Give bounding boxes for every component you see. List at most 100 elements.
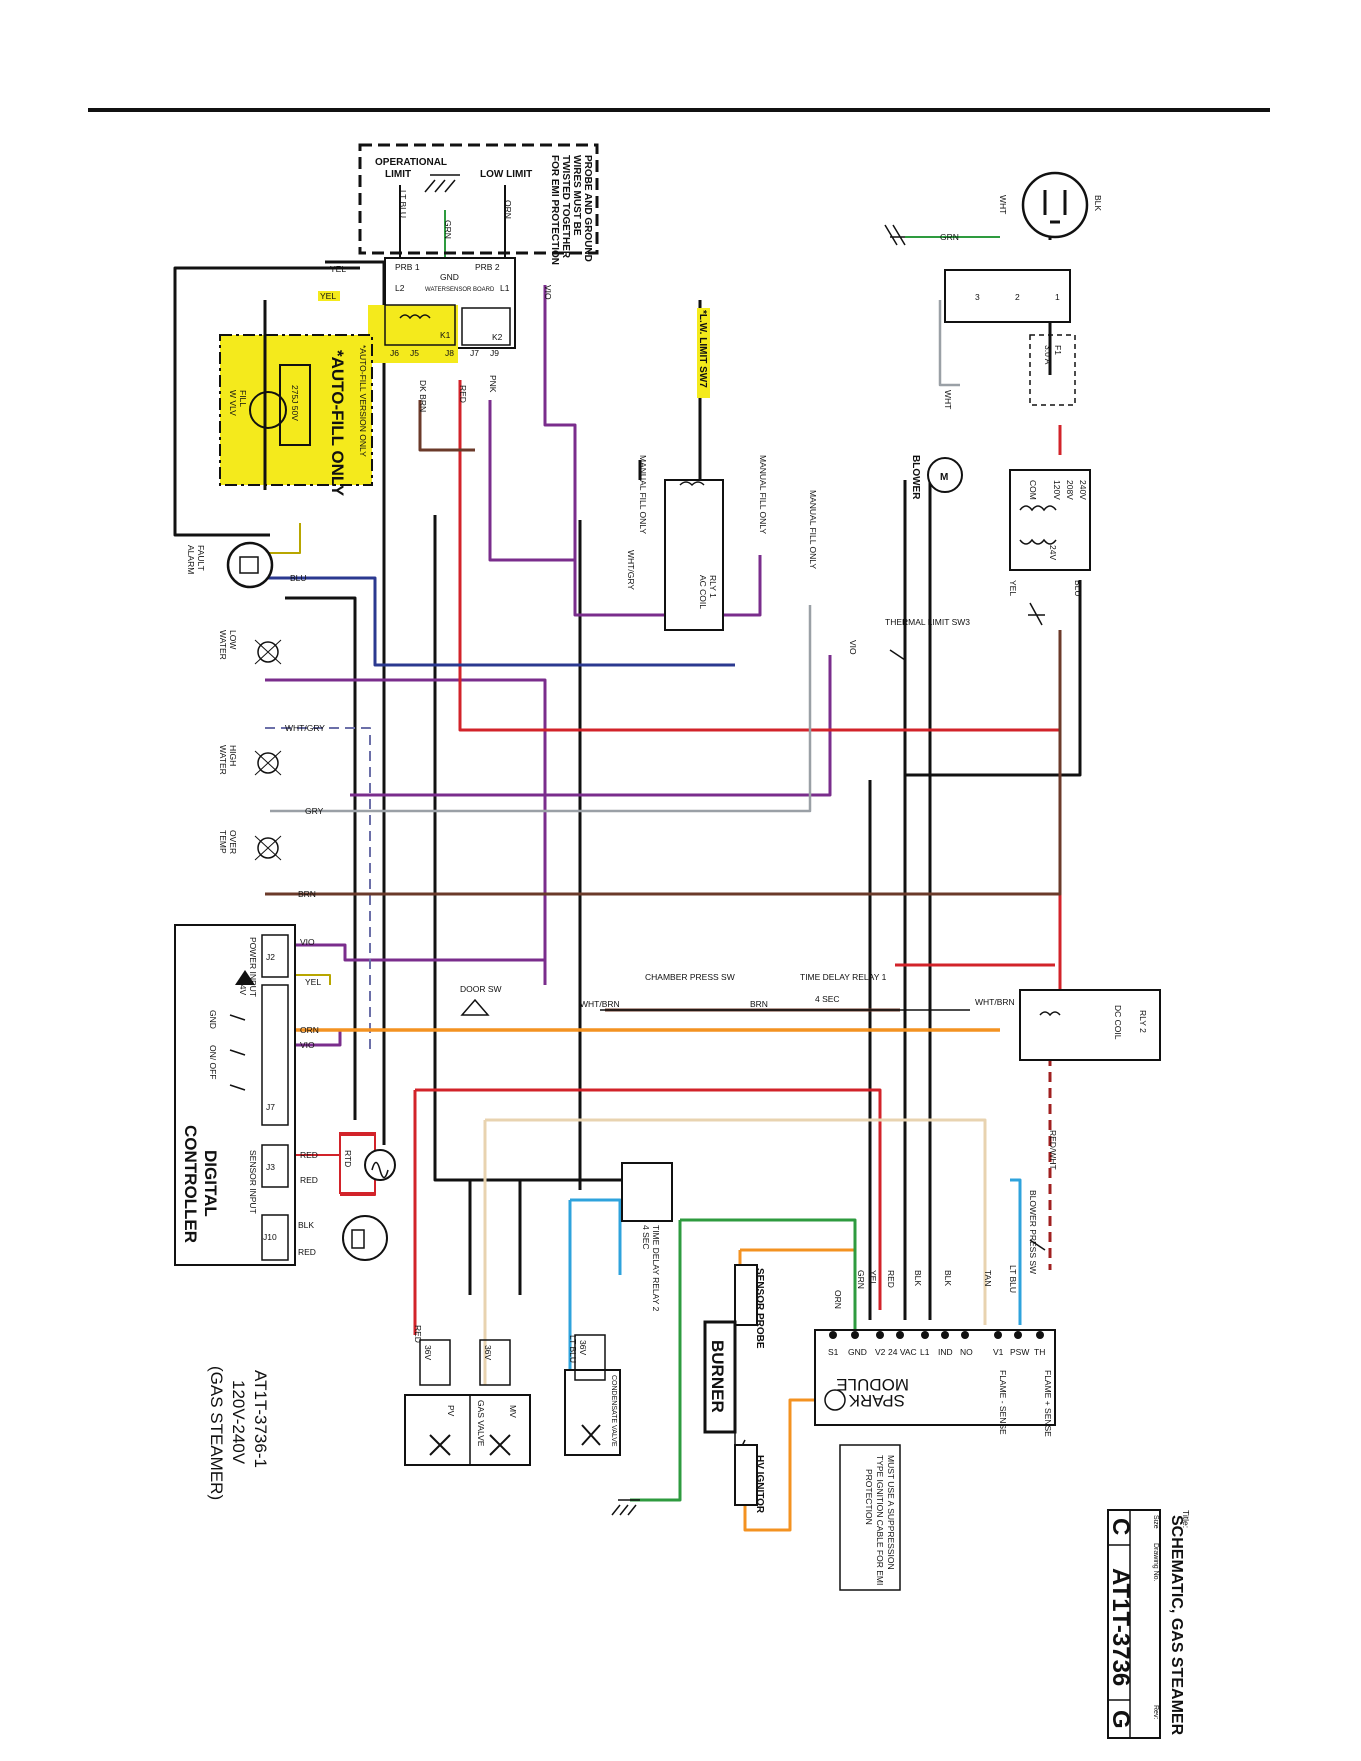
wire-label-yel: YEL [330, 264, 346, 274]
j10-label: J10 [263, 1232, 277, 1242]
tap-208: 208V [1065, 480, 1075, 500]
on-off-label: ON/ OFF [208, 1045, 218, 1079]
wire-black-right [905, 580, 1082, 777]
l2-label: L2 [395, 283, 405, 293]
wire-vio-5 [488, 400, 575, 562]
wire-label-lt-blu: LT BLU [1008, 1265, 1018, 1293]
power-input-label: POWER INPUT [248, 937, 258, 997]
sensor-probe-label: SENSOR PROBE [754, 1268, 765, 1349]
sensor-input-label: SENSOR INPUT [248, 1150, 258, 1214]
sensor-probe [734, 1264, 758, 1326]
title-block: Title: SCHEMATIC, GAS STEAMER Size Drawi… [1107, 1509, 1191, 1739]
wire-black-controller [285, 596, 357, 1120]
spark-module-label: SPARK [848, 1391, 905, 1410]
over-temp-lamp: OVER TEMP [218, 830, 282, 861]
rev-value: G [1107, 1710, 1134, 1729]
svg-text:2: 2 [1015, 292, 1020, 302]
autofill-sub-label: *AUTO-FILL VERSION ONLY [358, 345, 368, 457]
wire-label-vio-4: VIO [848, 640, 858, 655]
blower-press-switch: BLOWER PRESS SW [1028, 1190, 1046, 1274]
wire-black-left-2 [433, 515, 640, 1182]
td1-sec-label: 4 SEC [815, 994, 840, 1004]
fill-valve-rating: 275J 50V [290, 385, 300, 421]
prb1-label: PRB 1 [395, 262, 420, 272]
over-temp-label: OVER [228, 830, 238, 854]
condensate-label: CONDENSATE VALVE [610, 1375, 617, 1447]
svg-text:NO: NO [960, 1347, 973, 1357]
wire-vio-1 [543, 285, 762, 617]
spark-module: SPARK MODULE TH PSW V1 NO IND [814, 1329, 1056, 1437]
k2-label: K2 [492, 332, 503, 342]
flame-sense-plus: FLAME + SENSE [1043, 1370, 1053, 1437]
svg-text:TWISTED TOGETHER: TWISTED TOGETHER [560, 155, 571, 259]
blower-motor [927, 457, 963, 493]
wire-label-red-6: RED [458, 385, 468, 403]
wire-label-blu-2: BLU [1073, 580, 1083, 597]
wire-tan-2 [485, 1118, 987, 1325]
model-type: (GAS STEAMER) [207, 1366, 226, 1500]
blower-press-label: BLOWER PRESS SW [1028, 1190, 1038, 1274]
ignition-note: MUST USE A SUPPRESSION TYPE IGNITION CAB… [839, 1444, 901, 1591]
svg-text:CONTROLLER: CONTROLLER [181, 1125, 200, 1243]
manual-fill-label-1: MANUAL FILL ONLY [638, 455, 648, 534]
ground-symbol-bottom [611, 1499, 640, 1516]
size-label: Size [1152, 1515, 1159, 1529]
wire-label-grn: GRN [940, 232, 959, 242]
fill-valve-label-2: W VLV [228, 390, 238, 416]
controller-gnd-label: GND [208, 1010, 218, 1029]
svg-text:V1: V1 [993, 1347, 1004, 1357]
tap-com: COM [1028, 480, 1038, 500]
wire-label-grn-3: GRN [443, 220, 453, 239]
drawing-title: SCHEMATIC, GAS STEAMER [1168, 1515, 1185, 1736]
fault-alarm-label: FAULT [196, 545, 206, 571]
transformer [1009, 469, 1091, 571]
svg-text:WIRES MUST BE: WIRES MUST BE [571, 155, 582, 236]
power-section: 3 2 1 F1 3.0 A 240V 208V 120V COM [884, 171, 1091, 661]
svg-text:FOR EMI PROTECTION: FOR EMI PROTECTION [549, 155, 560, 265]
wire-label-dk-brn: DK BRN [418, 380, 428, 412]
probe-box: OPERATIONAL LIMIT LOW LIMIT PROBE AND GR… [358, 143, 599, 265]
wire-color-labels: YEL YEL BLU VIO YEL ORN VIO RED RED BLK … [285, 190, 1103, 1363]
mv-label: MV [508, 1405, 518, 1418]
thermal-limit-label: THERMAL LIMIT SW3 [885, 617, 970, 627]
wire-label-grn-2: GRN [856, 1270, 866, 1289]
fill-valve-resistor [279, 364, 311, 446]
wire-label-blk-3: BLK [913, 1270, 923, 1286]
rtd-label: RTD [343, 1150, 353, 1167]
condensate-valve: 36V CONDENSATE VALVE [564, 1334, 640, 1516]
wire-label-brn: BRN [298, 889, 316, 899]
wire-grn-1 [680, 1218, 857, 1330]
v24-label: 24V [238, 980, 248, 995]
pv-label: PV [446, 1405, 456, 1417]
wire-vio-3 [290, 943, 545, 962]
svg-text:GND: GND [848, 1347, 867, 1357]
wire-label-gry: GRY [305, 806, 324, 816]
water-sensor-board: PRB 1 GND PRB 2 L2 WATERSENSOR BOARD L1 … [368, 257, 516, 363]
model-voltage: 120V-240V [229, 1380, 248, 1465]
fuse-holder [1029, 334, 1076, 406]
time-delay-relay-2: TIME DELAY RELAY 2 4 SEC [621, 1162, 673, 1312]
svg-text:TH: TH [1034, 1347, 1045, 1357]
time-delay-1-label: TIME DELAY RELAY 1 [800, 972, 887, 982]
j5-label: J5 [410, 348, 419, 358]
manual-fill-label-2: MANUAL FILL ONLY [758, 455, 768, 534]
gas-valve: 36V 36V PV GAS VALVE MV [404, 1339, 531, 1466]
wire-label-orn-2: ORN [833, 1290, 843, 1309]
l1-label: L1 [500, 283, 510, 293]
wire-brn-label-row: BRN [750, 999, 768, 1009]
low-water-label: LOW [228, 630, 238, 649]
wire-red-3 [415, 1088, 882, 1310]
wire-brn-2 [418, 400, 475, 452]
j7-label: J7 [470, 348, 479, 358]
svg-text:1: 1 [1055, 292, 1060, 302]
fault-alarm: FAULT ALARM [186, 541, 274, 589]
pv-rating: 36V [423, 1345, 433, 1360]
j7-ctl-label: J7 [266, 1102, 275, 1112]
fill-valve-label: FILL [238, 390, 248, 407]
rtd: RTD [339, 1132, 396, 1194]
wire-gry-1 [270, 605, 812, 813]
wire-label-blk-2: BLK [943, 1270, 953, 1286]
wire-label-lt-blu-2: LT BLU [568, 1335, 578, 1363]
